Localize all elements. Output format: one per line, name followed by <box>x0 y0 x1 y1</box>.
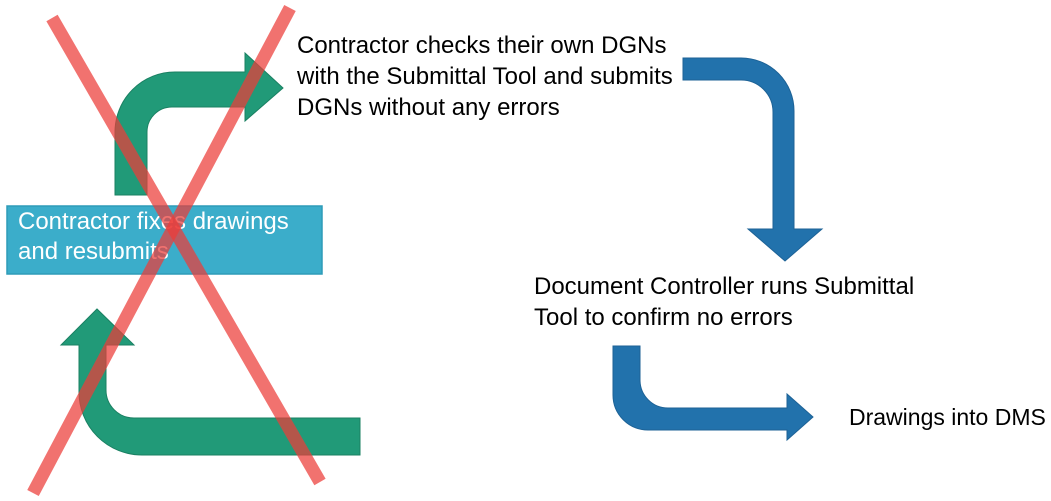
step-document-controller-text: Document Controller runs Submittal Tool … <box>534 271 964 333</box>
contractor-fixes-line: and resubmits <box>18 238 169 265</box>
blue-down-right-arrow <box>612 345 814 442</box>
green-left-up-arrow <box>59 308 361 456</box>
step-contractor-checks-text: Contractor checks their own DGNs with th… <box>297 30 717 123</box>
contractor-fixes-box-label: Contractor fixes drawings and resubmits <box>18 207 318 267</box>
green-up-right-arrow <box>114 51 284 196</box>
step-contractor-checks-line: DGNs without any errors <box>297 94 560 121</box>
step-document-controller-line: Tool to confirm no errors <box>534 304 793 331</box>
drawings-into-dms-line: Drawings into DMS <box>849 404 1046 430</box>
step-document-controller-line: Document Controller runs Submittal <box>534 273 915 300</box>
step-contractor-checks-line: with the Submittal Tool and submits <box>297 63 673 90</box>
contractor-fixes-line: Contractor fixes drawings <box>18 208 289 235</box>
step-contractor-checks-line: Contractor checks their own DGNs <box>297 32 667 59</box>
step-drawings-into-dms-text: Drawings into DMS <box>849 402 1049 433</box>
